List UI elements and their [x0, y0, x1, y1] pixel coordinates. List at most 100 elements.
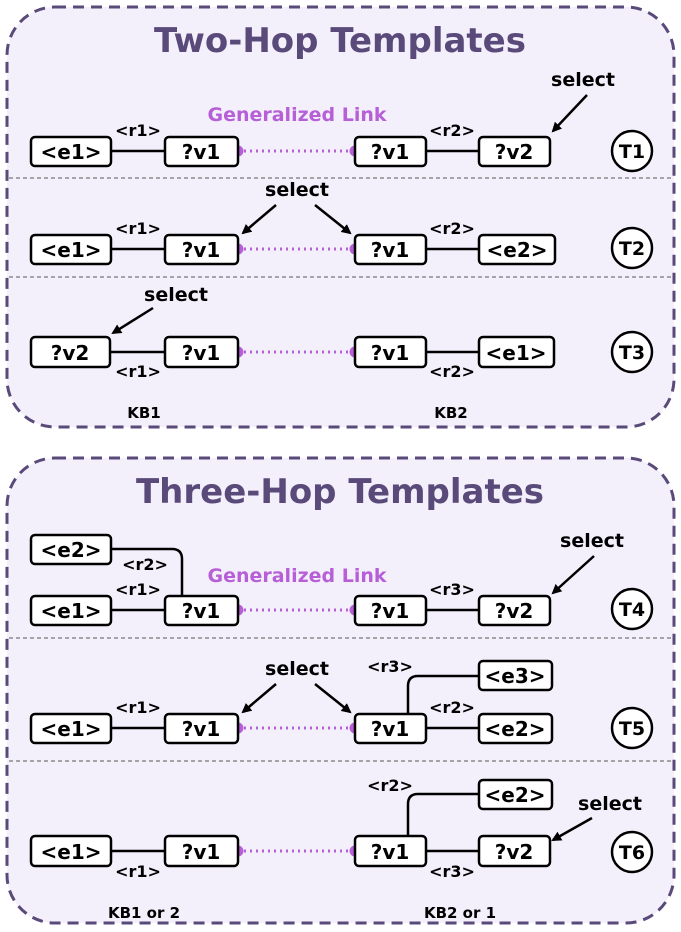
entity-node-label: <e1>: [41, 140, 102, 164]
select-arrow: [314, 683, 352, 714]
template-t4: Generalized Link <e2> <e1> ?v1 ?v1 ?v2 <…: [29, 530, 654, 631]
template-id-badge: [610, 330, 654, 374]
three-hop-panel: Three-Hop Templates Generalized Link <e2…: [5, 456, 676, 925]
variable-node: [163, 594, 240, 627]
entity-node: [29, 533, 113, 566]
entity-node: [29, 834, 113, 868]
three-hop-title: Three-Hop Templates: [136, 472, 544, 512]
relation-label: <r2>: [429, 121, 475, 140]
relation-label: <r1>: [115, 121, 161, 140]
variable-node: [163, 712, 240, 745]
relation-label: <r1>: [115, 580, 161, 599]
relation-label: <r1>: [115, 362, 161, 381]
two-hop-panel-background: [5, 5, 676, 429]
variable-node-label: ?v2: [495, 599, 534, 623]
variable-node: [163, 335, 240, 369]
kb-left-label: KB1 or 2: [108, 904, 180, 922]
variable-node: [477, 594, 552, 627]
two-hop-title: Two-Hop Templates: [154, 21, 526, 61]
relation-label: <r3>: [367, 657, 413, 676]
select-label: select: [265, 658, 329, 680]
kb-left-label: KB1: [127, 404, 161, 422]
edge-r3: [406, 674, 479, 714]
select-arrow: [111, 306, 154, 335]
entity-node: [477, 712, 554, 745]
variable-node-label: ?v2: [51, 341, 90, 365]
variable-node-label: ?v1: [371, 717, 410, 741]
variable-node: [353, 594, 428, 627]
entity-node-label: <e1>: [41, 840, 102, 864]
variable-node-label: ?v1: [371, 840, 410, 864]
variable-node: [477, 135, 552, 168]
entity-node: [29, 594, 113, 627]
variable-node-label: ?v2: [495, 840, 534, 864]
relation-label: <r2>: [429, 219, 475, 238]
variable-node: [353, 335, 428, 369]
variable-node-label: ?v1: [371, 341, 410, 365]
variable-node-label: ?v1: [371, 599, 410, 623]
variable-node-label: ?v1: [371, 238, 410, 262]
template-id-label: T2: [619, 238, 645, 260]
entity-node: [29, 135, 113, 168]
entity-node: [29, 233, 113, 266]
kb-right-label: KB2 or 1: [424, 904, 496, 922]
entity-node-label: <e2>: [485, 717, 546, 741]
select-label: select: [265, 179, 329, 201]
variable-node: [477, 834, 552, 868]
template-id-label: T6: [619, 842, 645, 864]
entity-node-label: <e1>: [41, 717, 102, 741]
variable-node: [353, 834, 428, 868]
relation-label: <r3>: [429, 580, 475, 599]
generalized-link-label: Generalized Link: [207, 104, 386, 126]
template-id-label: T4: [619, 599, 645, 621]
kb-right-label: KB2: [434, 404, 468, 422]
select-arrow: [314, 204, 352, 235]
variable-node: [353, 135, 428, 168]
entity-node-label: <e2>: [487, 238, 548, 262]
relation-label: <r2>: [367, 776, 413, 795]
template-id-badge: [610, 129, 654, 173]
template-id-badge: [610, 706, 654, 750]
template-id-badge: [610, 587, 654, 631]
template-id-badge: [610, 830, 654, 874]
relation-label: <r1>: [115, 219, 161, 238]
select-label: select: [578, 793, 642, 815]
edge-r2: [406, 792, 479, 837]
variable-node: [163, 834, 240, 868]
variable-node-label: ?v1: [182, 840, 221, 864]
entity-node-label: <e1>: [41, 599, 102, 623]
select-arrow: [241, 204, 277, 235]
two-hop-panel: Two-Hop Templates Generalized Link <e1> …: [5, 5, 676, 429]
template-t1: Generalized Link <e1> ?v1 ?v1 ?v2 <r1> <…: [29, 69, 654, 173]
select-arrow: [551, 94, 588, 133]
entity-node-label: <e1>: [486, 341, 547, 365]
variable-node-label: ?v1: [182, 717, 221, 741]
entity-node: [29, 712, 113, 745]
template-t3: ?v2 ?v1 ?v1 <e1> <r1> <r2> select T3: [29, 284, 654, 381]
relation-label: <r2>: [429, 362, 475, 381]
variable-node: [353, 233, 428, 266]
select-arrow: [551, 816, 593, 842]
select-arrow: [551, 555, 595, 595]
variable-node-label: ?v2: [495, 140, 534, 164]
template-id-badge: [610, 226, 654, 270]
template-id-label: T5: [619, 718, 645, 740]
template-t5: <e1> ?v1 ?v1 <e3> <e2> <r1> <r3> <r2> se…: [29, 657, 654, 750]
variable-node-label: ?v1: [371, 140, 410, 164]
relation-label: <r2>: [122, 555, 168, 574]
variable-node: [29, 335, 112, 369]
select-label: select: [560, 530, 624, 552]
entity-node-label: <e1>: [41, 238, 102, 262]
variable-node-label: ?v1: [182, 341, 221, 365]
template-t2: <e1> ?v1 ?v1 <e2> <r1> <r2> select T2: [29, 179, 654, 270]
entity-node: [477, 335, 556, 369]
entity-node-label: <e2>: [485, 783, 546, 807]
variable-node: [163, 135, 240, 168]
template-id-label: T3: [619, 342, 645, 364]
relation-label: <r1>: [115, 862, 161, 881]
select-label: select: [551, 69, 615, 91]
variable-node-label: ?v1: [182, 238, 221, 262]
template-t6: <e1> ?v1 ?v1 <e2> ?v2 <r1> <r2> <r3> sel…: [29, 776, 654, 881]
relation-label: <r2>: [429, 698, 475, 717]
